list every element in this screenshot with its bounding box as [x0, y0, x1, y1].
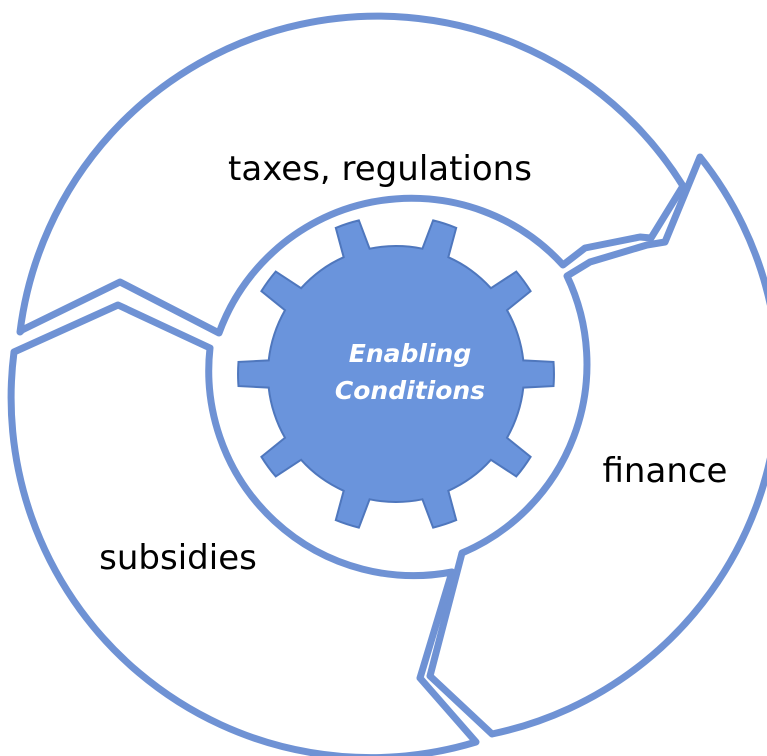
segment-finance: [426, 153, 767, 738]
label-taxes-regulations: taxes, regulations: [228, 149, 532, 189]
segment-taxes-regulations: [16, 12, 687, 337]
segment-subsidies: [7, 301, 480, 756]
gear-text-line2: Conditions: [335, 376, 485, 405]
label-finance: finance: [603, 451, 728, 491]
gear-icon: [237, 219, 555, 529]
label-subsidies: subsidies: [99, 538, 257, 578]
gear-text-line1: Enabling: [349, 339, 472, 368]
